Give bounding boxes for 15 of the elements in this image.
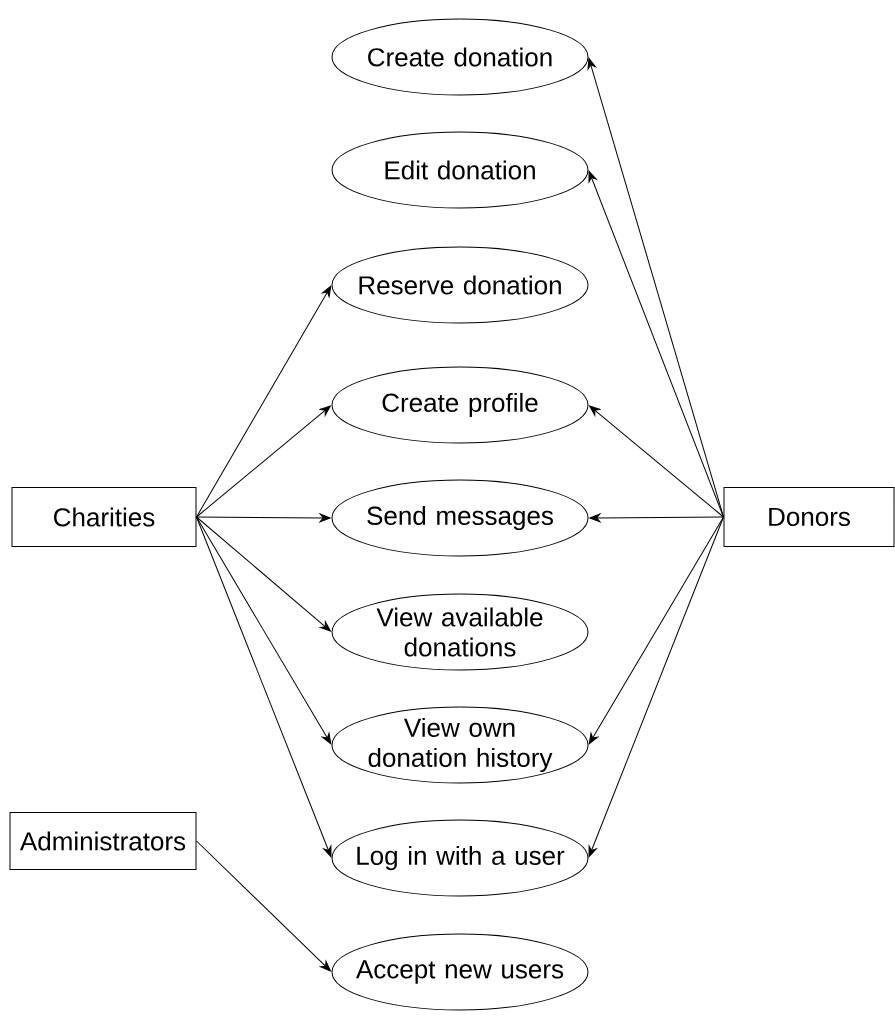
arrow — [196, 516, 332, 745]
arrow — [589, 513, 724, 523]
arrow — [589, 405, 724, 518]
actor-box: Donors — [723, 487, 895, 547]
arrow — [196, 405, 331, 518]
arrow — [196, 285, 332, 518]
arrow — [196, 513, 331, 523]
arrow — [588, 170, 724, 518]
actor-box: Charities — [11, 487, 197, 547]
arrow — [196, 516, 332, 858]
arrow — [588, 516, 724, 745]
arrow — [588, 516, 724, 858]
arrow — [196, 516, 331, 632]
arrow — [196, 840, 331, 972]
actor-box: Administrators — [9, 812, 197, 870]
